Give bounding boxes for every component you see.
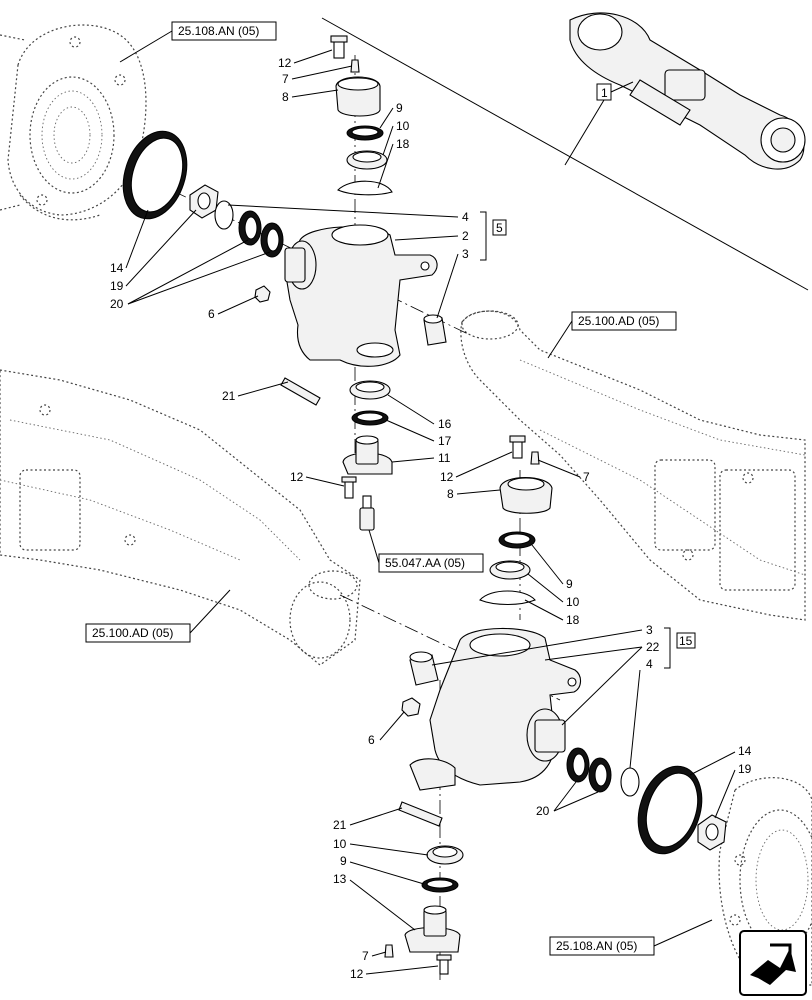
svg-text:10: 10 xyxy=(566,595,580,609)
svg-text:17: 17 xyxy=(438,434,452,448)
svg-text:6: 6 xyxy=(208,307,215,321)
svg-text:14: 14 xyxy=(738,744,752,758)
right-axle-housing-ghost xyxy=(460,310,806,621)
svg-text:6: 6 xyxy=(368,733,375,747)
svg-text:11: 11 xyxy=(438,451,451,465)
svg-text:4: 4 xyxy=(646,657,653,671)
svg-text:8: 8 xyxy=(447,487,454,501)
svg-text:19: 19 xyxy=(738,762,752,776)
ref-box-bottom-right[interactable]: 25.108.AN (05) xyxy=(549,936,655,956)
svg-text:14: 14 xyxy=(110,261,124,275)
svg-text:21: 21 xyxy=(333,818,347,832)
upper-callouts: 12 7 8 9 10 18 4 2 3 14 19 20 6 21 16 17… xyxy=(110,49,469,487)
svg-text:8: 8 xyxy=(282,90,289,104)
ref-box-top-left[interactable]: 25.108.AN (05) xyxy=(171,21,277,41)
svg-text:9: 9 xyxy=(396,101,403,115)
svg-text:10: 10 xyxy=(333,837,347,851)
inset-callout-number: 1 xyxy=(601,86,608,100)
lower-parts xyxy=(384,435,727,975)
svg-text:7: 7 xyxy=(583,470,590,484)
svg-text:18: 18 xyxy=(566,613,580,627)
svg-text:19: 19 xyxy=(110,279,124,293)
svg-text:9: 9 xyxy=(566,577,573,591)
svg-text:55.047.AA (05): 55.047.AA (05) xyxy=(385,556,465,570)
svg-text:20: 20 xyxy=(536,804,550,818)
svg-text:3: 3 xyxy=(462,247,469,261)
svg-text:10: 10 xyxy=(396,119,410,133)
svg-text:22: 22 xyxy=(646,640,660,654)
svg-text:7: 7 xyxy=(362,949,369,963)
ref-box-mid-right[interactable]: 25.100.AD (05) xyxy=(571,311,677,331)
svg-text:21: 21 xyxy=(222,389,236,403)
svg-text:12: 12 xyxy=(440,470,454,484)
next-page-arrow-icon[interactable] xyxy=(739,930,807,996)
upper-parts xyxy=(122,35,447,531)
group-bracket-upper: 5 xyxy=(480,211,507,261)
inset-axle-overview xyxy=(321,12,809,291)
lower-callouts: 12 7 8 9 10 18 3 22 4 6 14 19 20 21 10 9 xyxy=(333,451,752,981)
svg-text:7: 7 xyxy=(282,72,289,86)
svg-text:25.100.AD (05): 25.100.AD (05) xyxy=(578,314,659,328)
ref-box-mid-left[interactable]: 25.100.AD (05) xyxy=(85,623,191,643)
svg-text:12: 12 xyxy=(350,967,364,981)
left-axle-housing-ghost xyxy=(0,369,361,666)
ref-box-mid-center[interactable]: 55.047.AA (05) xyxy=(378,553,484,573)
svg-text:15: 15 xyxy=(679,634,693,648)
svg-text:12: 12 xyxy=(290,470,304,484)
svg-text:13: 13 xyxy=(333,872,347,886)
group-bracket-lower: 15 xyxy=(664,627,696,669)
svg-text:16: 16 xyxy=(438,417,452,431)
svg-text:25.100.AD (05): 25.100.AD (05) xyxy=(92,626,173,640)
svg-text:9: 9 xyxy=(340,854,347,868)
svg-text:5: 5 xyxy=(496,221,503,235)
svg-text:2: 2 xyxy=(462,229,469,243)
svg-text:12: 12 xyxy=(278,56,292,70)
svg-text:25.108.AN (05): 25.108.AN (05) xyxy=(556,939,637,953)
svg-text:4: 4 xyxy=(462,210,469,224)
svg-text:3: 3 xyxy=(646,623,653,637)
svg-text:18: 18 xyxy=(396,137,410,151)
svg-text:20: 20 xyxy=(110,297,124,311)
svg-text:25.108.AN (05): 25.108.AN (05) xyxy=(178,24,259,38)
